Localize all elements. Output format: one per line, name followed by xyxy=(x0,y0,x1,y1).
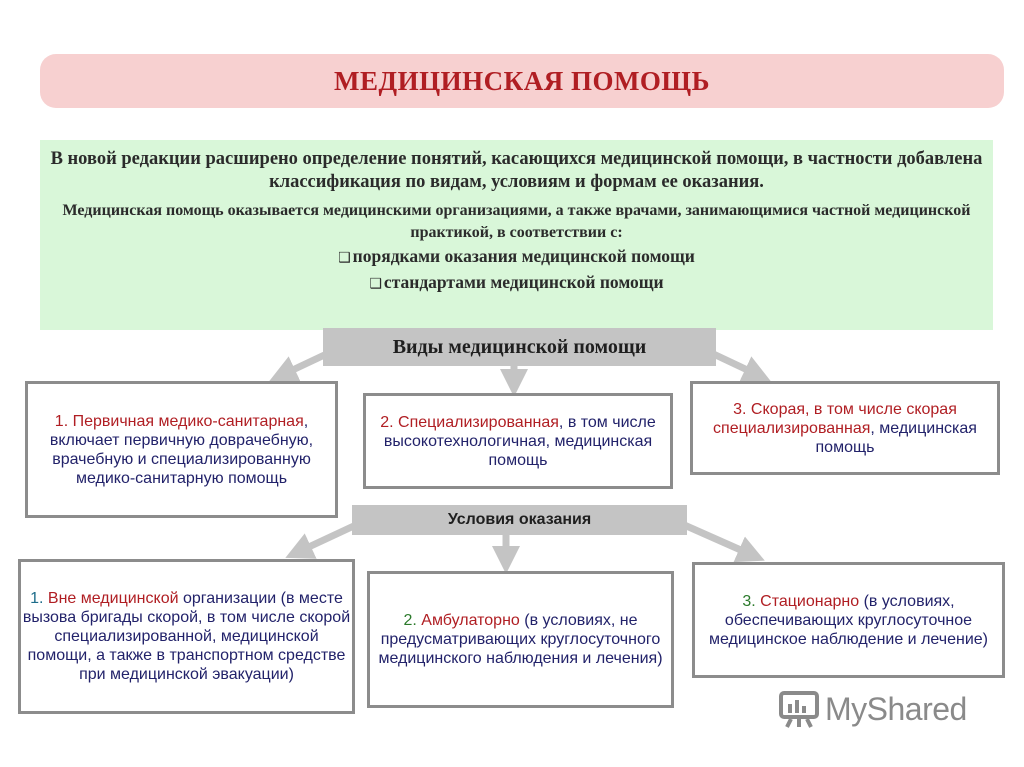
page-title: МЕДИЦИНСКАЯ ПОМОЩЬ xyxy=(334,65,710,96)
conditions-header: Условия оказания xyxy=(352,505,687,535)
arrow-to-inpatient xyxy=(680,520,765,563)
condition-card-inpatient: 3. Стационарно (в условиях, обеспечивающ… xyxy=(692,562,1005,678)
type-card-emergency: 3. Скорая, в том числе скорая специализи… xyxy=(690,381,1000,475)
watermark-text: MyShared xyxy=(825,690,967,727)
intro-box: В новой редакции расширено определение п… xyxy=(40,140,993,330)
checkbox-bullet-icon: ❑ xyxy=(338,250,351,266)
intro-paragraph-2: Медицинская помощь оказывается медицинск… xyxy=(62,202,971,241)
checkbox-bullet-icon: ❑ xyxy=(369,276,382,292)
intro-bullet-2: ❑стандартами медицинской помощи xyxy=(369,272,664,292)
intro-paragraph-1: В новой редакции расширено определение п… xyxy=(50,149,983,192)
type-card-specialized: 2. Специализированная, в том числе высок… xyxy=(363,393,673,489)
presentation-board-icon xyxy=(779,691,819,728)
condition-card-ambulatory: 2. Амбулаторно (в условиях, не предусмат… xyxy=(367,571,674,708)
page-title-bar: МЕДИЦИНСКАЯ ПОМОЩЬ xyxy=(40,54,1004,108)
watermark-logo: MyShared xyxy=(779,690,967,728)
types-header: Виды медицинской помощи xyxy=(323,328,716,366)
intro-bullet-1: ❑порядками оказания медицинской помощи xyxy=(338,246,695,266)
type-card-primary: 1. Первичная медико-санитарная, включает… xyxy=(25,381,338,518)
arrow-to-outside xyxy=(285,520,360,559)
condition-card-outside: 1. Вне медицинской организации (в месте … xyxy=(18,559,355,714)
